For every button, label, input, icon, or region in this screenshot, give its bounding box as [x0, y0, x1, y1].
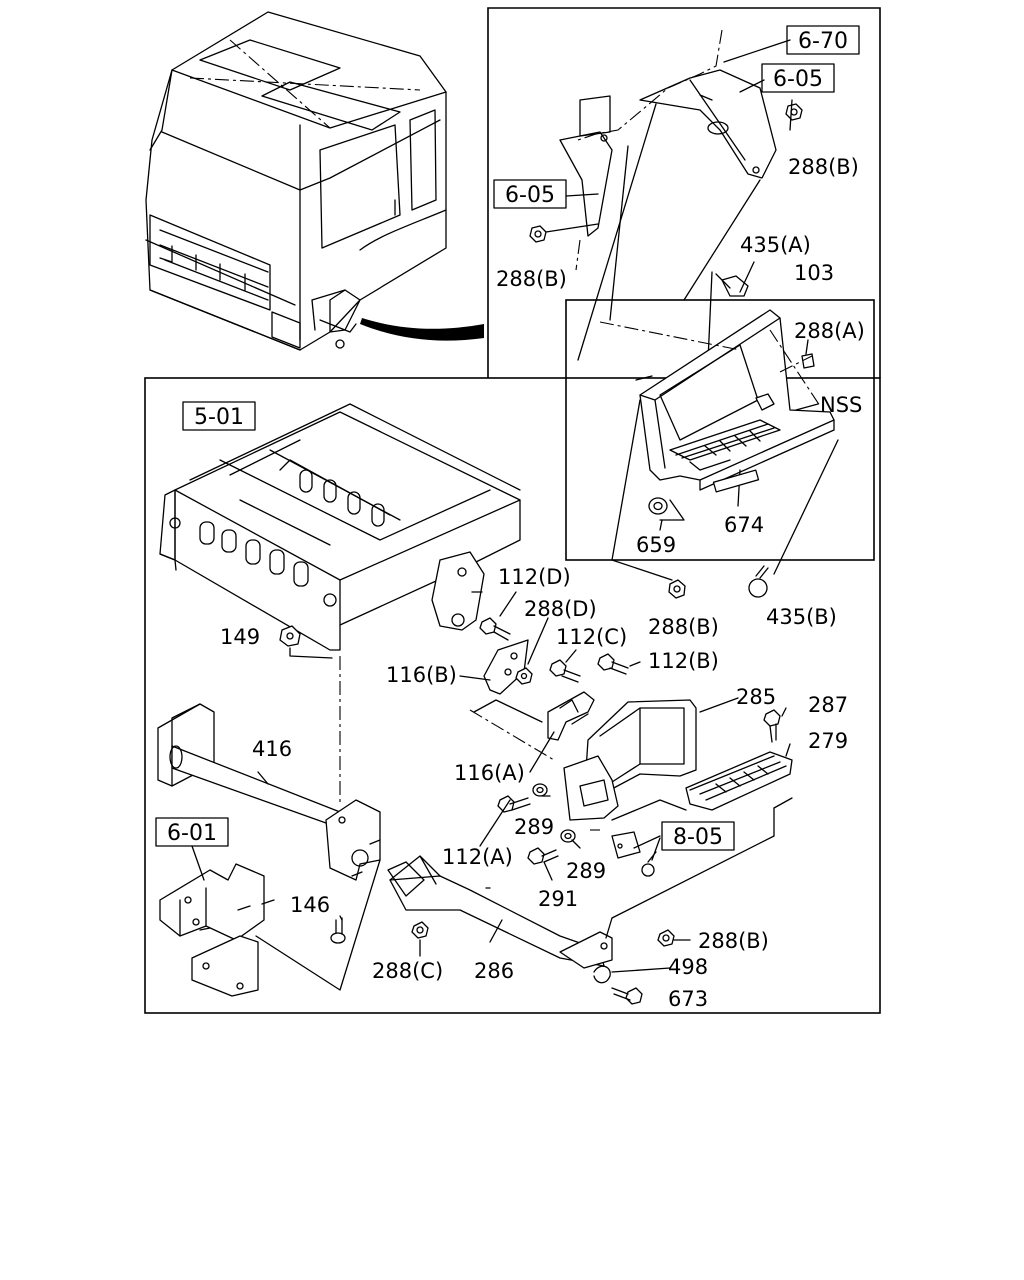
ref-label-6-05-left: 6-05 [505, 183, 555, 208]
ref-box-5-01: 5-01 [182, 401, 256, 431]
ref-box-6-01: 6-01 [155, 817, 229, 847]
ref-box-6-05-left: 6-05 [493, 179, 567, 209]
label-287: 287 [808, 693, 848, 717]
step-tread-279 [685, 751, 793, 811]
bolt-112c [549, 659, 581, 683]
label-288b-top: 288(B) [788, 155, 859, 179]
label-288d: 288(D) [524, 597, 597, 621]
bolt-291 [527, 847, 559, 865]
bolt-146 [330, 917, 346, 944]
clip-498 [593, 965, 611, 984]
label-435b: 435(B) [766, 605, 837, 629]
washer-659 [648, 497, 668, 515]
bolt-112b [597, 653, 629, 675]
mudguard-bracket-upper [559, 29, 777, 237]
nut-288c [411, 921, 429, 939]
label-285: 285 [736, 685, 776, 709]
leader-lines-upper [565, 39, 819, 531]
label-286: 286 [474, 959, 514, 983]
step-bracket-front [563, 755, 619, 821]
ref-label-6-70: 6-70 [798, 29, 848, 54]
label-291: 291 [538, 887, 578, 911]
nut-288b-tube [657, 929, 675, 947]
label-112b: 112(B) [648, 649, 719, 673]
label-416: 416 [252, 737, 292, 761]
label-112a: 112(A) [442, 845, 513, 869]
ref-label-5-01: 5-01 [194, 405, 244, 430]
label-149: 149 [220, 625, 260, 649]
bolt-112d [479, 617, 511, 641]
bracket-601 [159, 863, 275, 997]
label-146: 146 [290, 893, 330, 917]
truck-cab-illustration [145, 11, 447, 351]
bolt-287 [763, 709, 781, 743]
ref-label-6-05-top: 6-05 [773, 67, 823, 92]
pointer-arrow [360, 318, 484, 341]
label-288b-step: 288(B) [648, 615, 719, 639]
tube-286 [387, 855, 613, 969]
label-288a: 288(A) [794, 319, 865, 343]
chassis-frame-rail [159, 403, 521, 651]
frame-upper-right [487, 7, 881, 378]
label-116a: 116(A) [454, 761, 525, 785]
bolt-673 [611, 987, 643, 1005]
label-112d: 112(D) [498, 565, 571, 589]
bracket-116b [473, 639, 543, 723]
cover-plate-805 [611, 831, 657, 877]
tube-bracket [325, 799, 381, 881]
label-289-lower: 289 [566, 859, 606, 883]
label-435a: 435(A) [740, 233, 811, 257]
washers-289 [532, 783, 576, 843]
step-assembly-103 [635, 309, 835, 493]
label-289-upper: 289 [514, 815, 554, 839]
ref-box-6-70: 6-70 [786, 25, 860, 55]
ref-box-8-05: 8-05 [661, 821, 735, 851]
label-nss: NSS [820, 393, 862, 417]
label-288b-tube: 288(B) [698, 929, 769, 953]
ref-label-8-05: 8-05 [673, 825, 723, 850]
bolt-435b [748, 565, 769, 598]
frame-lower [144, 377, 881, 1014]
leader-lines-lower [191, 591, 793, 991]
ref-box-6-05-top: 6-05 [761, 63, 835, 93]
label-673: 673 [668, 987, 708, 1011]
label-112c: 112(C) [556, 625, 627, 649]
label-103: 103 [794, 261, 834, 285]
label-288c: 288(C) [372, 959, 443, 983]
nut-149 [279, 625, 341, 806]
bolt-nut-upper [529, 103, 803, 297]
bolt-112a [497, 795, 531, 813]
bracket-116a [547, 691, 595, 741]
leader-lines-inset [575, 239, 839, 581]
nut-288b-step [668, 579, 686, 599]
label-116b: 116(B) [386, 663, 457, 687]
label-498: 498 [668, 955, 708, 979]
mount-bracket-frame [431, 551, 485, 631]
label-659: 659 [636, 533, 676, 557]
label-279: 279 [808, 729, 848, 753]
label-674: 674 [724, 513, 764, 537]
label-288b-left: 288(B) [496, 267, 567, 291]
ref-label-6-01: 6-01 [167, 821, 217, 846]
frame-step-inset [565, 299, 875, 561]
nut-288d [515, 667, 533, 685]
